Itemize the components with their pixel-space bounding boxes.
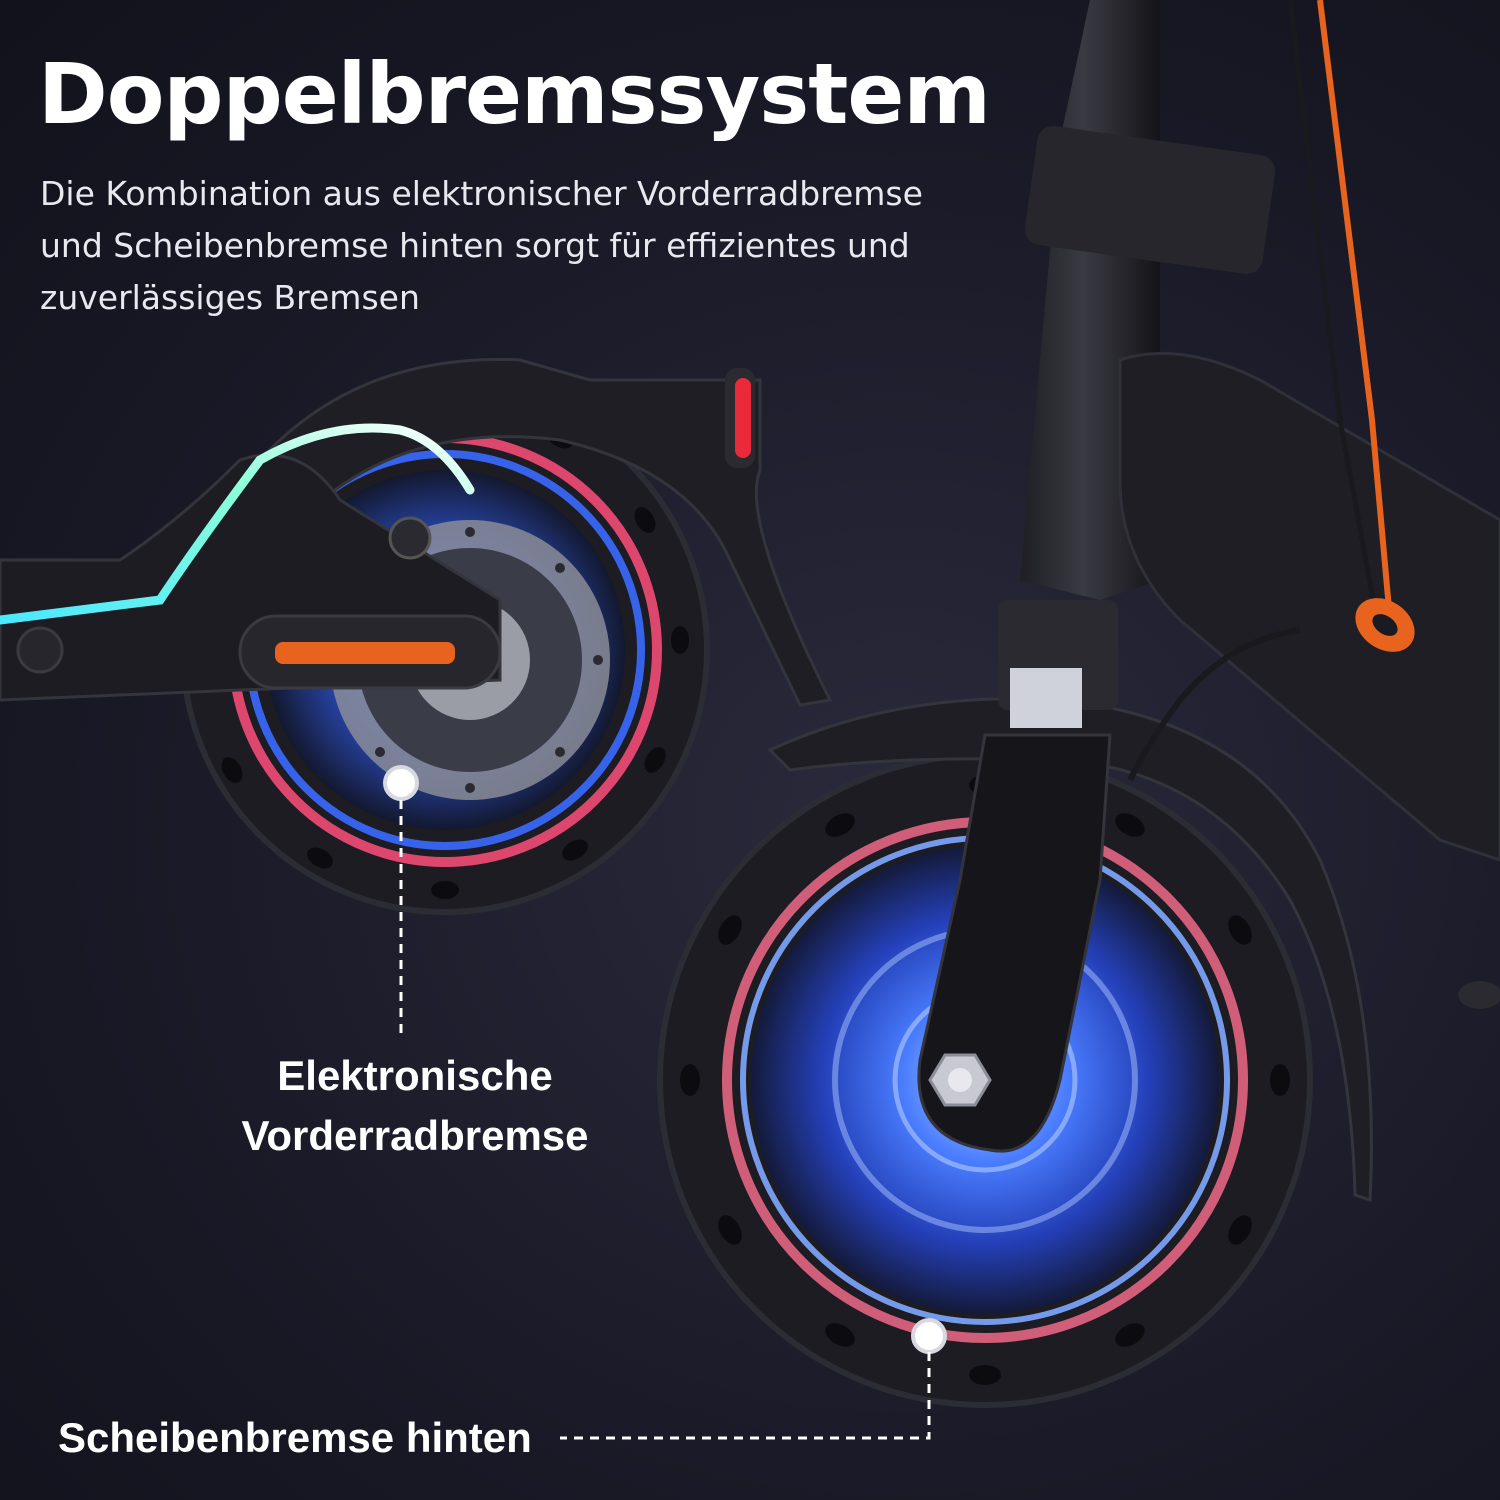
rear-brake-label: Scheibenbremse hinten	[58, 1414, 532, 1461]
feature-description: Die Kombination aus elektronischer Vorde…	[40, 174, 923, 317]
rear-brake-marker	[911, 1318, 947, 1354]
page-title: Doppelbremssystem	[38, 45, 991, 143]
scooter-frame	[917, 0, 1500, 1153]
front-brake-label: Elektronische Vorderradbremse	[241, 1052, 589, 1159]
front-brake-marker	[383, 765, 419, 801]
rear-deck	[0, 423, 502, 702]
callout-markers	[383, 765, 947, 1440]
